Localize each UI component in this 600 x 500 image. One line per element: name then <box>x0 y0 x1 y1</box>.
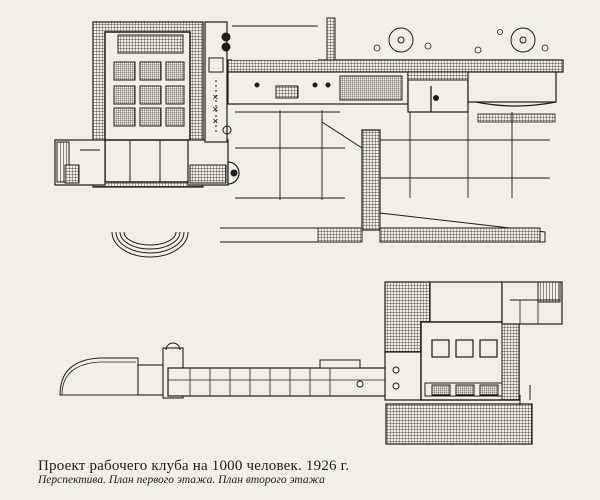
caption-subtitle: Перспектива. План первого этажа. План вт… <box>38 474 325 486</box>
site-grid-lines <box>235 110 550 200</box>
first-floor-plan: ✕ ✕ ✕ <box>54 17 564 258</box>
garden-circles <box>373 27 549 54</box>
caption-title: Проект рабочего клуба на 1000 человек. 1… <box>38 458 350 474</box>
second-floor-plan <box>59 281 563 445</box>
svg-text:✕: ✕ <box>212 93 219 102</box>
svg-text:✕: ✕ <box>212 117 219 126</box>
semicircular-forecourt <box>111 231 189 258</box>
hall-seating <box>113 61 185 127</box>
perspective-view <box>220 118 546 243</box>
svg-text:✕: ✕ <box>212 105 219 114</box>
